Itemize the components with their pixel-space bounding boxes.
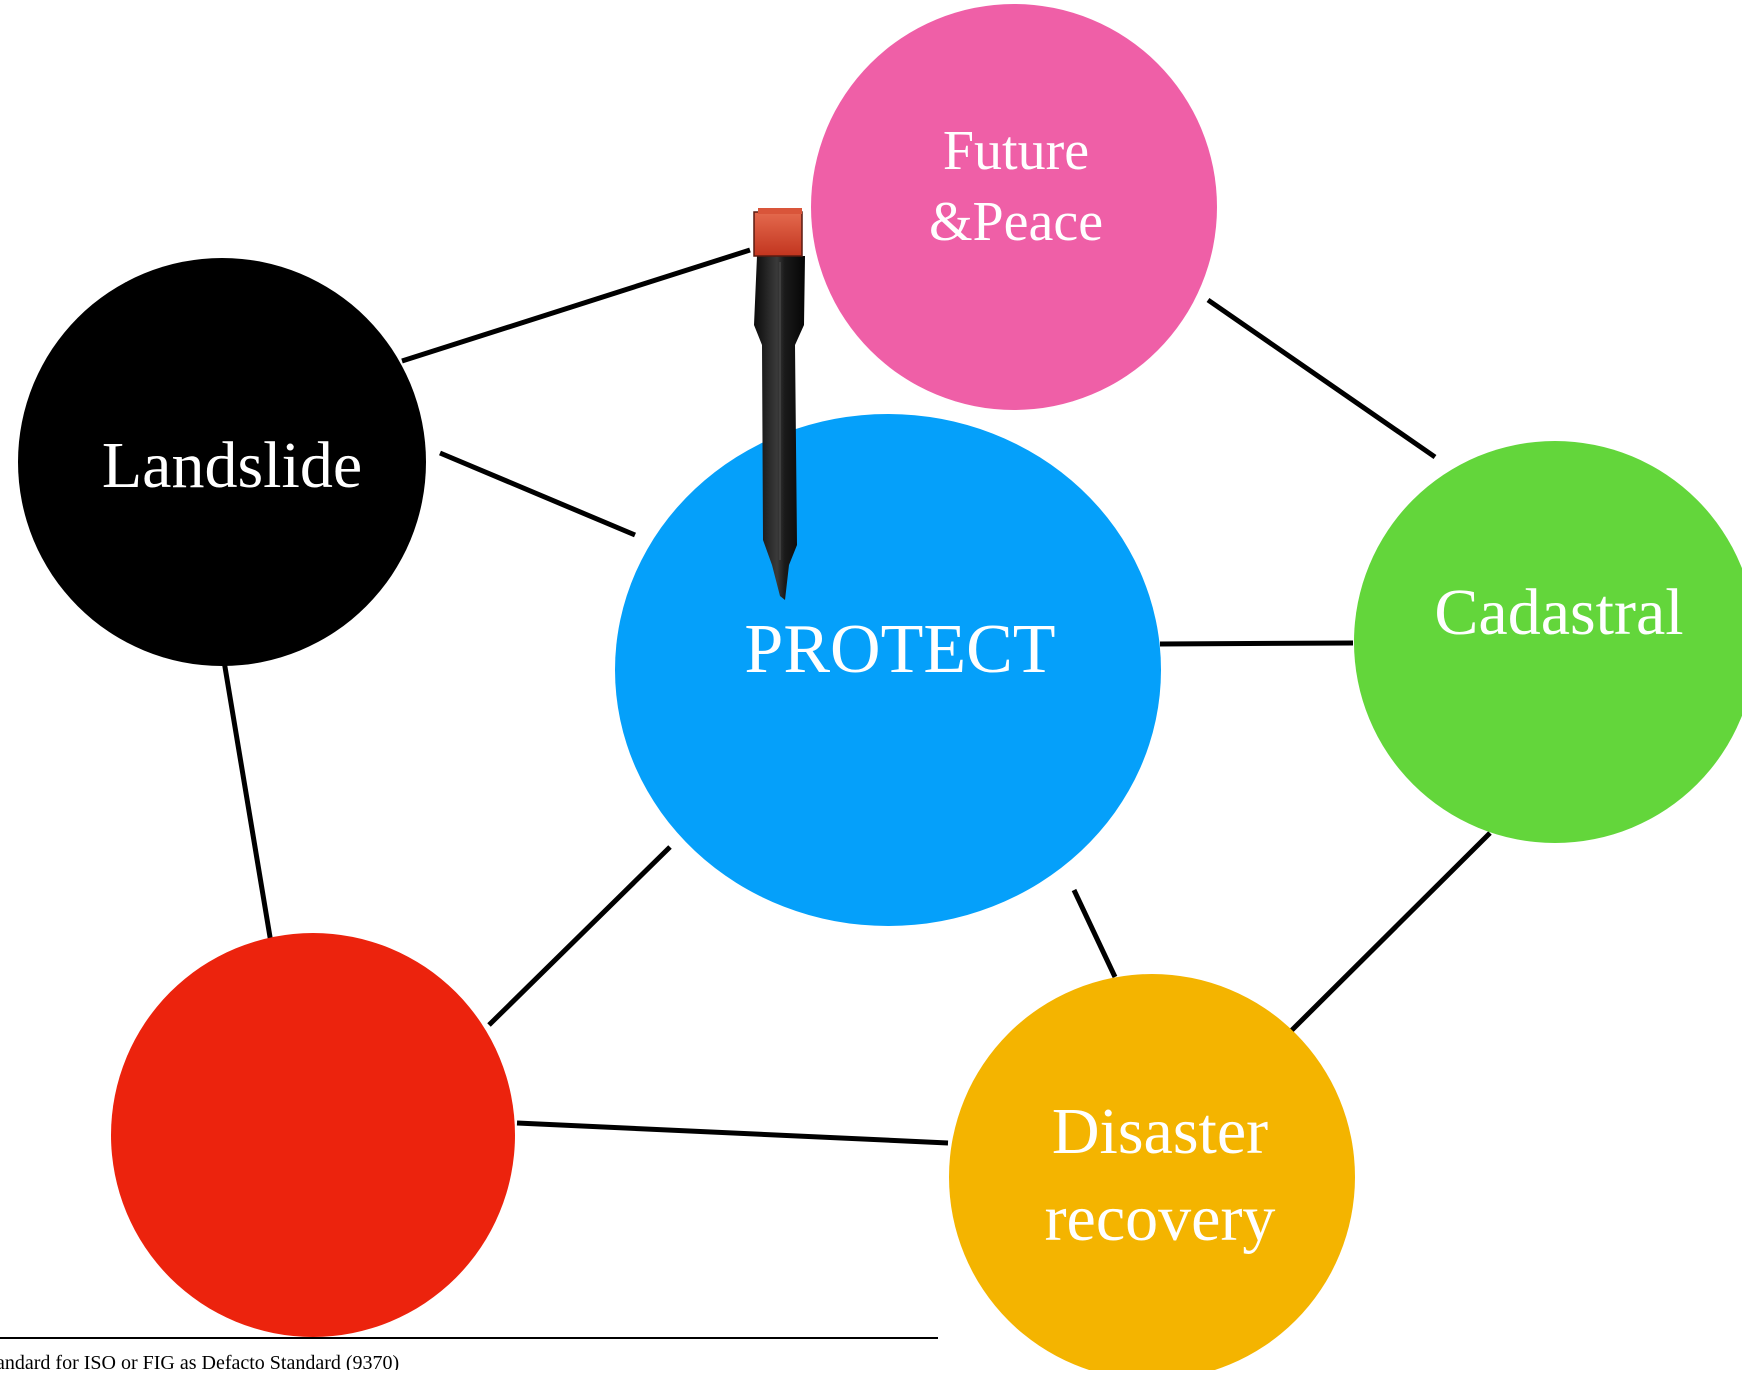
node-future-peace[interactable] — [811, 4, 1217, 410]
footnote-text: andard for ISO or FIG as Defacto Standar… — [0, 1352, 399, 1370]
node-labels: Future &Peace Landslide PROTECT Cadastra… — [102, 120, 1684, 1255]
protect-label: PROTECT — [744, 611, 1055, 688]
connector-landslide-red — [220, 654, 274, 944]
node-cadastral[interactable] — [1354, 441, 1742, 843]
future-peace-label-line1: Future — [943, 120, 1089, 182]
node-landslide[interactable] — [18, 258, 426, 666]
connector-landslide-protect — [439, 450, 636, 538]
nodes — [18, 4, 1742, 1375]
disaster-recovery-label-line2: recovery — [1045, 1182, 1276, 1255]
connector-protect-disaster — [1071, 888, 1118, 979]
node-disaster-recovery[interactable] — [949, 974, 1355, 1375]
landslide-label: Landslide — [102, 429, 362, 502]
connector-cadastral-disaster — [1288, 831, 1492, 1034]
connector-future-cadastral — [1206, 297, 1437, 460]
disaster-recovery-label-line1: Disaster — [1052, 1095, 1268, 1168]
future-peace-label-line2: &Peace — [929, 191, 1103, 253]
node-protect[interactable] — [615, 414, 1161, 926]
connector-protect-cadastral — [1159, 640, 1354, 647]
survey-stake-icon — [753, 208, 805, 600]
cadastral-label: Cadastral — [1434, 576, 1683, 649]
node-red[interactable] — [111, 933, 515, 1337]
connector-red-disaster — [516, 1120, 949, 1146]
connectors — [220, 247, 1492, 1146]
connector-landslide-future — [401, 247, 751, 364]
connector-protect-red — [487, 845, 672, 1027]
